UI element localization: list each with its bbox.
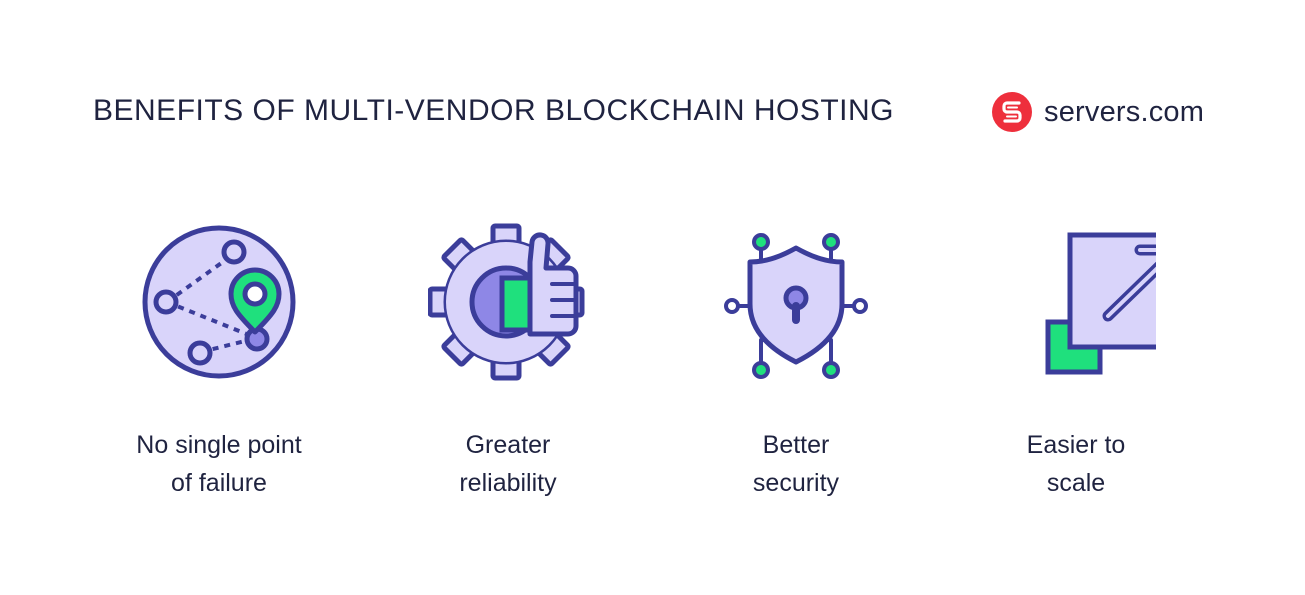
servers-logo-icon [992,92,1032,132]
network-pin-icon [142,225,296,379]
benefit-greater-reliability: Greater reliability [388,222,628,502]
page-title: BENEFITS OF MULTI-VENDOR BLOCKCHAIN HOST… [93,94,895,127]
scale-arrow-icon [1045,232,1156,375]
benefit-easier-to-scale: Easier to scale [956,222,1196,502]
benefit-label: Better security [752,431,840,497]
benefit-label: No single point of failure [136,431,302,497]
benefit-label: Easier to scale [1026,431,1126,497]
shield-lock-circuit-icon [724,233,868,379]
benefit-no-single-point-of-failure: No single point of failure [99,222,339,502]
benefit-better-security: Better security [676,222,916,502]
benefit-label: Greater reliability [459,431,557,497]
brand-name: servers.com [1044,95,1205,128]
brand-logo: servers.com [992,92,1204,132]
gear-thumbs-up-icon [428,223,585,381]
